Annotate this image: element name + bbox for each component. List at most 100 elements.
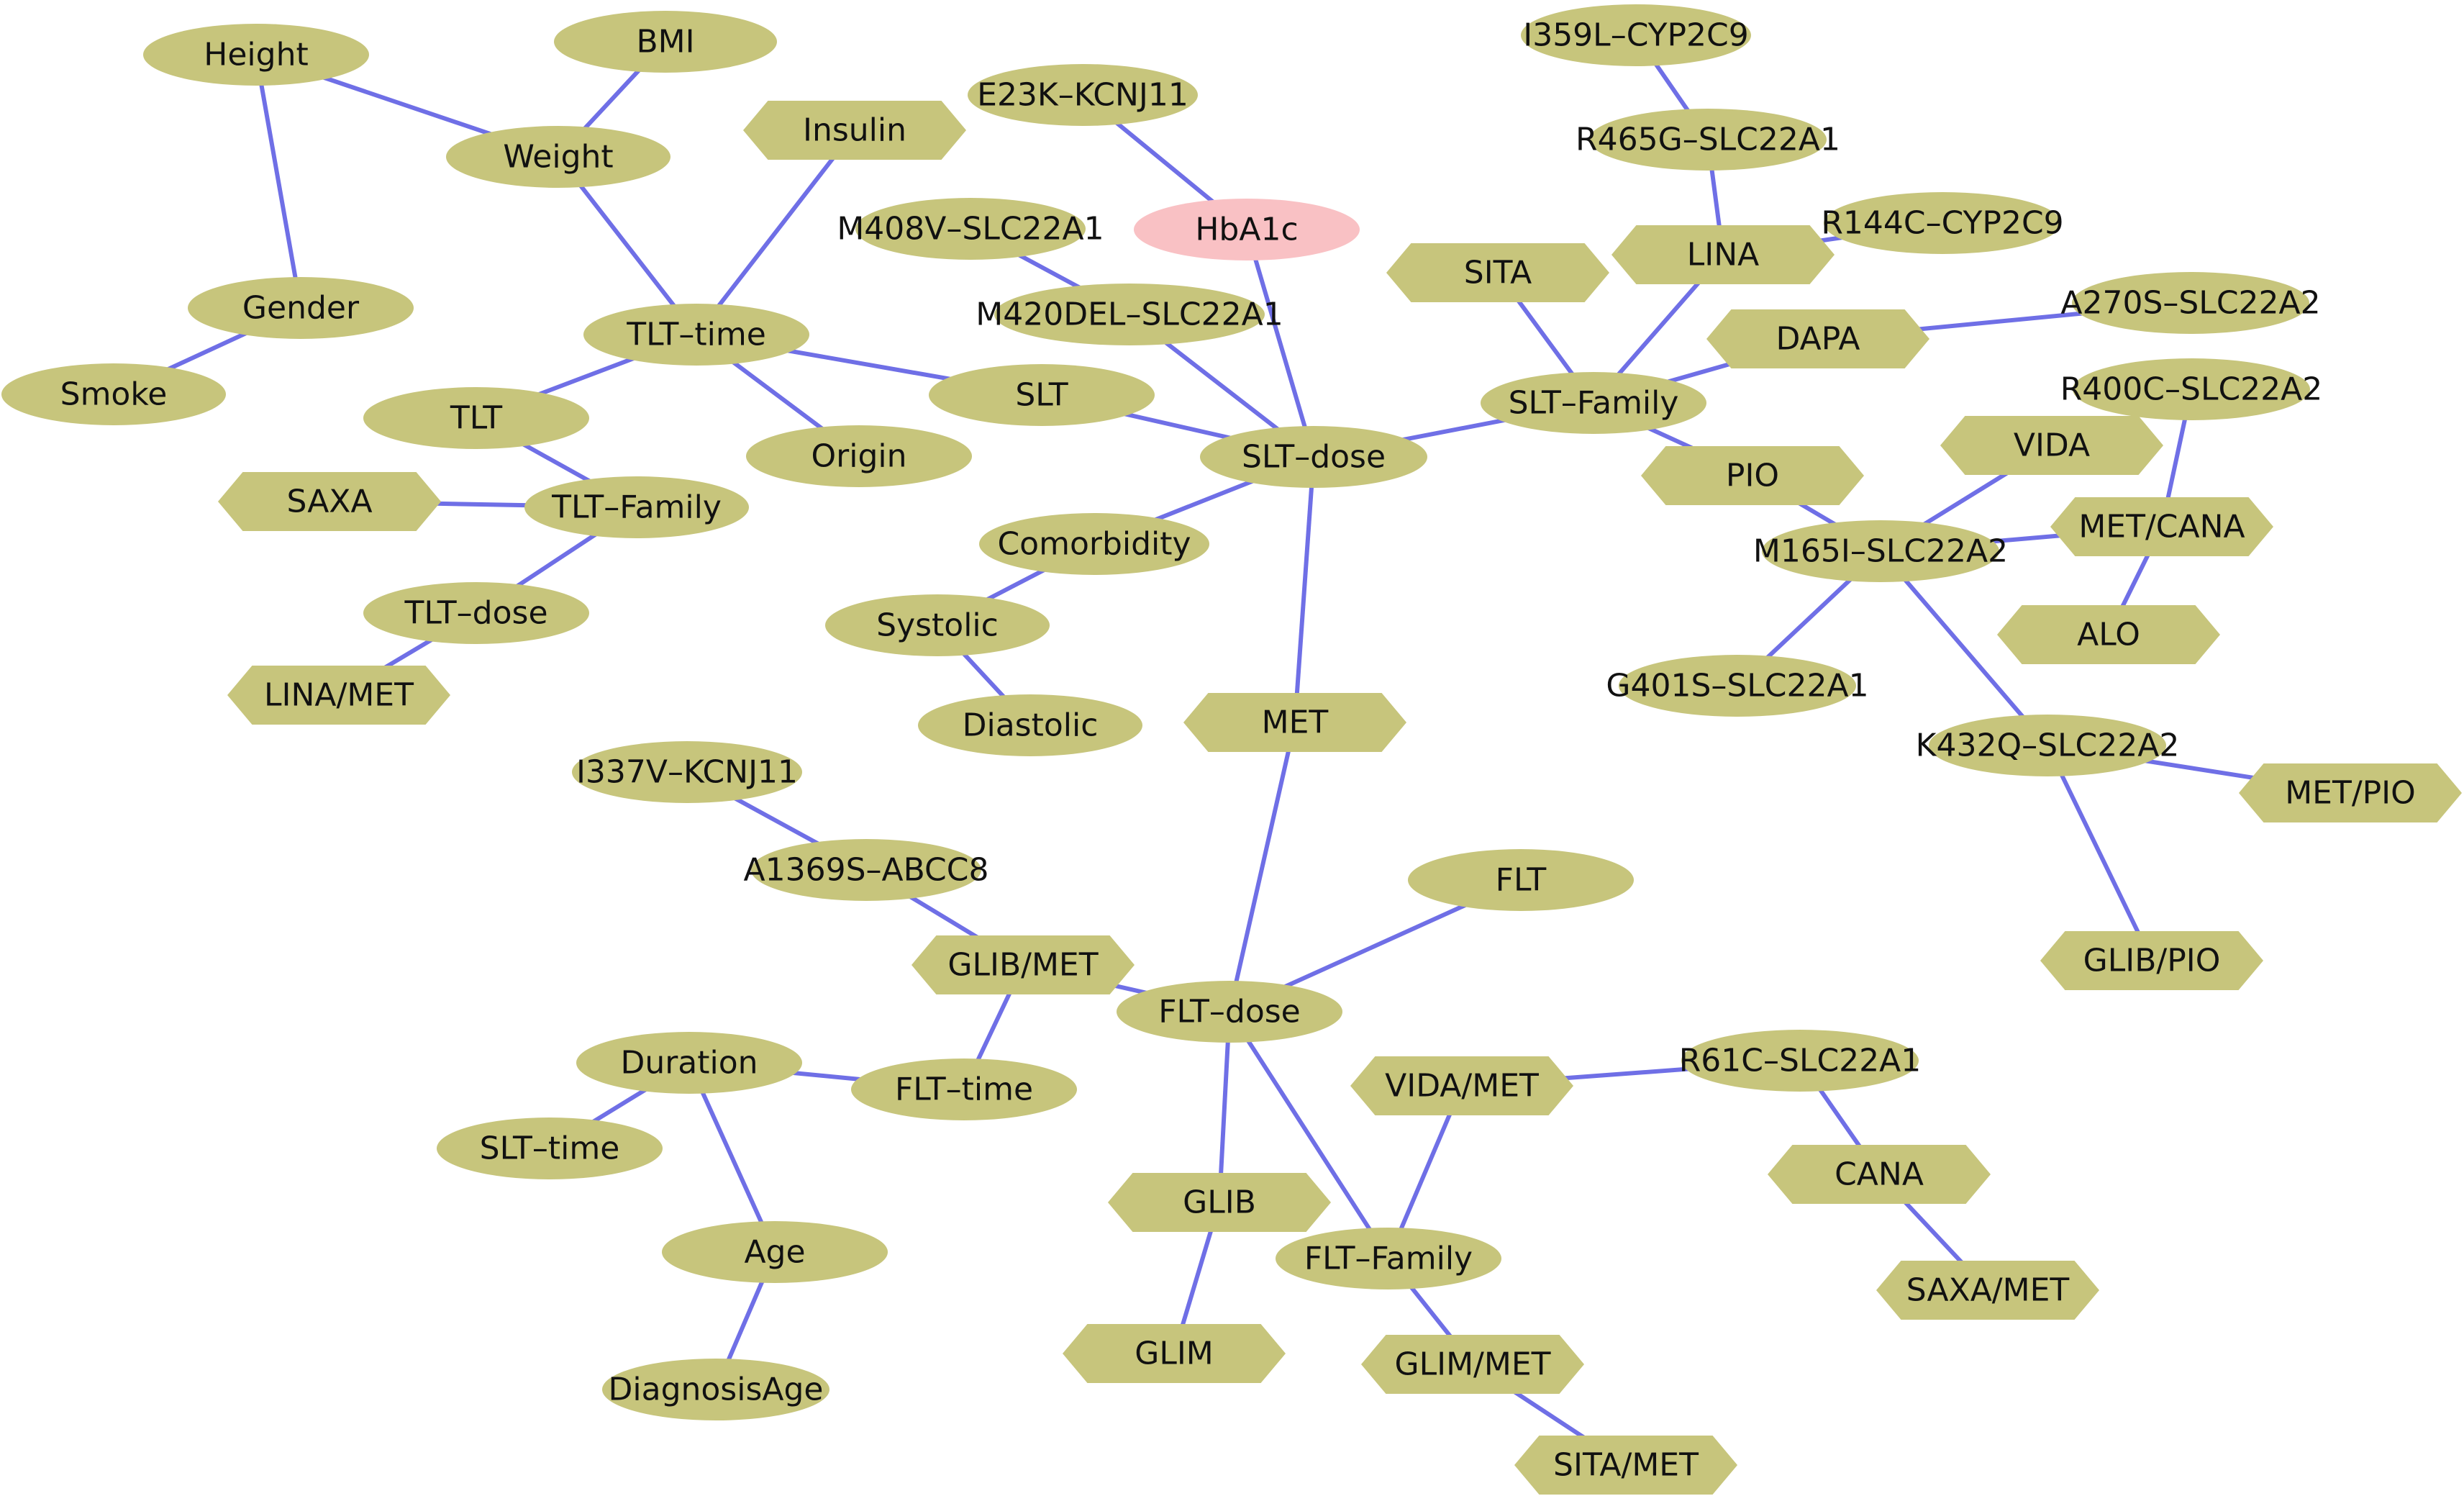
node-met-cana[interactable]: MET/CANA — [2050, 497, 2273, 556]
node-slt-family[interactable]: SLT–Family — [1481, 372, 1706, 434]
node-hexagon-shape — [1940, 416, 2163, 475]
node-pio[interactable]: PIO — [1641, 446, 1864, 505]
node-label: VIDA — [2014, 427, 2090, 464]
node-ellipse-shape — [1824, 192, 2061, 254]
node-label: R61C–SLC22A1 — [1679, 1043, 1922, 1079]
node-ellipse-shape — [1200, 426, 1427, 488]
node-slt-dose[interactable]: SLT–dose — [1200, 426, 1427, 488]
node-duration[interactable]: Duration — [576, 1032, 802, 1094]
node-met-pio[interactable]: MET/PIO — [2239, 763, 2462, 822]
node-r465g[interactable]: R465G–SLC22A1 — [1576, 109, 1840, 171]
node-ellipse-shape — [602, 1359, 829, 1420]
node-m165i[interactable]: M165I–SLC22A2 — [1753, 520, 2008, 582]
node-r144c[interactable]: R144C–CYP2C9 — [1821, 192, 2064, 254]
node-ellipse-shape — [2072, 272, 2309, 334]
node-diagnosisage[interactable]: DiagnosisAge — [602, 1359, 829, 1420]
node-systolic[interactable]: Systolic — [825, 594, 1050, 656]
node-ellipse-shape — [1134, 199, 1360, 260]
node-ellipse-shape — [979, 513, 1209, 575]
node-comorbidity[interactable]: Comorbidity — [979, 513, 1209, 575]
node-m408v[interactable]: M408V–SLC22A1 — [837, 198, 1104, 260]
edge-flt-dose-glib — [1217, 1011, 1232, 1203]
node-glib-met[interactable]: GLIB/MET — [912, 935, 1135, 994]
node-a270s[interactable]: A270S–SLC22A2 — [2060, 272, 2321, 334]
node-label: BMI — [636, 24, 694, 60]
node-lina-met[interactable]: LINA/MET — [227, 666, 450, 725]
node-label: GLIM — [1135, 1336, 1214, 1372]
node-e23k[interactable]: E23K–KCNJ11 — [968, 64, 1198, 126]
node-sita[interactable]: SITA — [1386, 243, 1609, 302]
node-ellipse-shape — [1929, 715, 2166, 776]
node-slt[interactable]: SLT — [929, 364, 1155, 426]
node-diastolic[interactable]: Diastolic — [918, 694, 1142, 756]
node-label: MET/CANA — [2078, 509, 2245, 545]
node-ellipse-shape — [446, 126, 670, 188]
node-i359l[interactable]: I359L–CYP2C9 — [1521, 4, 1751, 66]
node-k432q[interactable]: K432Q–SLC22A2 — [1916, 715, 2180, 776]
node-insulin[interactable]: Insulin — [743, 101, 966, 160]
node-met[interactable]: MET — [1183, 693, 1406, 752]
node-sita-met[interactable]: SITA/MET — [1514, 1436, 1737, 1495]
edge-flt-dose-flt-family — [1227, 1010, 1391, 1260]
node-tlt-time[interactable]: TLT–time — [583, 304, 809, 366]
node-label: Duration — [620, 1045, 758, 1082]
node-flt[interactable]: FLT — [1408, 849, 1634, 911]
node-ellipse-shape — [1408, 849, 1634, 911]
node-ellipse-shape — [662, 1221, 888, 1283]
node-a1369s[interactable]: A1369S–ABCC8 — [744, 839, 989, 901]
node-glib-pio[interactable]: GLIB/PIO — [2040, 931, 2263, 990]
node-origin[interactable]: Origin — [746, 425, 972, 487]
node-label: SLT–dose — [1242, 439, 1386, 476]
node-gender[interactable]: Gender — [188, 277, 414, 339]
node-label: SAXA — [286, 484, 372, 520]
node-tlt-dose[interactable]: TLT–dose — [363, 582, 589, 644]
node-glim-met[interactable]: GLIM/MET — [1361, 1335, 1584, 1394]
node-saxa[interactable]: SAXA — [218, 472, 441, 531]
node-height[interactable]: Height — [143, 24, 369, 86]
node-glib[interactable]: GLIB — [1108, 1173, 1331, 1232]
node-tlt[interactable]: TLT — [363, 387, 589, 449]
node-hexagon-shape — [1611, 225, 1835, 284]
node-label: Origin — [812, 438, 907, 475]
edge-m165i-k432q — [1878, 550, 2050, 747]
node-r61c[interactable]: R61C–SLC22A1 — [1679, 1030, 1922, 1092]
node-flt-time[interactable]: FLT–time — [851, 1058, 1077, 1120]
node-g401s[interactable]: G401S–SLC22A1 — [1606, 655, 1869, 717]
node-ellipse-shape — [1, 363, 226, 425]
node-label: Comorbidity — [997, 526, 1191, 563]
node-i337v[interactable]: I337V–KCNJ11 — [572, 741, 802, 803]
node-m420del[interactable]: M420DEL–SLC22A1 — [976, 284, 1283, 345]
node-vida[interactable]: VIDA — [1940, 416, 2163, 475]
edge-slt-dose-met — [1293, 456, 1316, 723]
node-glim[interactable]: GLIM — [1063, 1324, 1286, 1383]
node-hexagon-shape — [1350, 1056, 1573, 1115]
node-weight[interactable]: Weight — [446, 126, 670, 188]
node-lina[interactable]: LINA — [1611, 225, 1835, 284]
node-vida-met[interactable]: VIDA/MET — [1350, 1056, 1573, 1115]
node-ellipse-shape — [437, 1118, 663, 1179]
node-smoke[interactable]: Smoke — [1, 363, 226, 425]
node-tlt-family[interactable]: TLT–Family — [524, 476, 749, 538]
node-age[interactable]: Age — [662, 1221, 888, 1283]
node-alo[interactable]: ALO — [1997, 605, 2220, 664]
node-label: G401S–SLC22A1 — [1606, 668, 1868, 704]
node-saxa-met[interactable]: SAXA/MET — [1876, 1261, 2099, 1320]
node-ellipse-shape — [746, 425, 972, 487]
node-hba1c[interactable]: HbA1c — [1134, 199, 1360, 260]
node-flt-dose[interactable]: FLT–dose — [1117, 981, 1342, 1043]
node-ellipse-shape — [855, 198, 1086, 260]
node-label: Smoke — [60, 376, 168, 413]
node-label: R465G–SLC22A1 — [1576, 122, 1840, 158]
node-bmi[interactable]: BMI — [554, 11, 777, 73]
node-label: GLIB/MET — [947, 947, 1098, 984]
node-flt-family[interactable]: FLT–Family — [1276, 1228, 1501, 1289]
node-hexagon-shape — [2050, 497, 2273, 556]
node-cana[interactable]: CANA — [1768, 1145, 1991, 1204]
node-label: Height — [204, 37, 308, 73]
node-r400c[interactable]: R400C–SLC22A2 — [2060, 358, 2323, 420]
node-slt-time[interactable]: SLT–time — [437, 1118, 663, 1179]
node-dapa[interactable]: DAPA — [1706, 309, 1929, 368]
node-label: SLT — [1015, 377, 1068, 414]
node-hexagon-shape — [227, 666, 450, 725]
